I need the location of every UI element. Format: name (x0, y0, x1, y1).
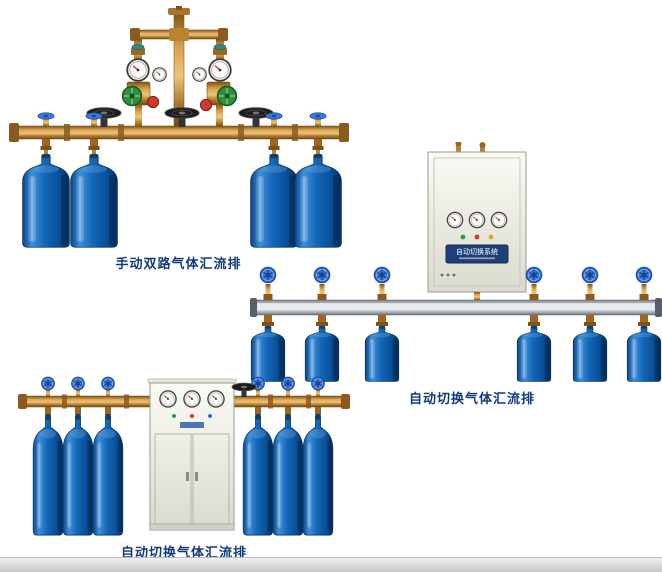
valve-handwheels-blue (41, 376, 325, 397)
manifold-pipe (9, 123, 349, 142)
gas-cylinder (22, 154, 70, 248)
product-auto-switch-manifold: 自动切换系统 (250, 140, 662, 387)
cylinder-stations (22, 112, 342, 248)
valve-handwheel-blue (101, 376, 115, 391)
indicator-light (474, 234, 480, 240)
pressure-regulator-left (121, 58, 167, 128)
pressure-gauge-icon (207, 390, 225, 408)
gas-cylinder (32, 414, 64, 536)
gas-cylinder (364, 326, 400, 382)
pressure-gauge-icon (152, 67, 167, 82)
pressure-gauge-icon (446, 211, 464, 229)
caption-auto-switch-manifold: 自动切换气体汇流排 (408, 391, 535, 406)
pressure-gauge-icon (468, 211, 486, 229)
pressure-gauge-icon (192, 67, 207, 82)
valve-handwheel-blue (311, 376, 325, 391)
valve-handwheel-blue (581, 266, 599, 284)
gas-cylinder (70, 154, 118, 248)
door-handle (186, 472, 189, 481)
pressure-gauge-icon (208, 58, 232, 82)
caption-auto-switch-manifold-2: 自动切换气体汇流排 (120, 545, 247, 560)
pressure-gauge-icon (183, 390, 201, 408)
valve-handwheel-blue (373, 266, 391, 284)
gas-cylinder (250, 326, 286, 382)
indicator-light (488, 234, 494, 240)
footer-strip (0, 557, 662, 572)
cylinder-stations (250, 266, 662, 382)
valve-handwheel-blue (41, 376, 55, 391)
gas-cylinder (302, 414, 334, 536)
adjust-knob (146, 95, 160, 109)
pressure-gauge-icon (159, 390, 177, 408)
indicator-light (460, 234, 466, 240)
valve-handwheel-blue (525, 266, 543, 284)
cabinet-nameplate (180, 422, 204, 428)
gas-cylinder (304, 326, 340, 382)
gas-cylinder (62, 414, 94, 536)
product-image-manual-dual-manifold (9, 6, 349, 248)
pressure-gauge-icon (490, 211, 508, 229)
product-auto-switch-manifold-2 (16, 376, 352, 543)
product-manual-dual-manifold (6, 6, 351, 261)
valve-handwheel-blue (281, 376, 295, 391)
valve-handwheel-dark (86, 107, 274, 127)
pressure-regulator-right (192, 58, 238, 128)
gas-cylinder (516, 326, 552, 382)
cylinder-stations (32, 407, 334, 536)
gas-cylinder (626, 326, 662, 382)
gas-cylinder (272, 414, 304, 536)
manifold-pipe (250, 298, 662, 317)
gas-cylinder (92, 414, 124, 536)
valve-cap (131, 44, 145, 50)
pressure-gauge-icon (126, 58, 150, 82)
caption-manual-dual-manifold: 手动双路气体汇流排 (115, 256, 242, 271)
indicator-light (190, 414, 194, 418)
indicator-light (172, 414, 176, 418)
valve-handwheel-blue (635, 266, 653, 284)
valve-handwheel-dark (231, 382, 257, 397)
product-image-auto-switch-manifold-2 (18, 376, 350, 536)
door-handle (195, 472, 198, 481)
cabinet-label: 自动切换系统 (456, 247, 498, 256)
adjust-knob (199, 98, 213, 112)
valve-cap (213, 44, 227, 50)
valve-handwheel-blue (71, 376, 85, 391)
indicator-light (208, 414, 212, 418)
gas-cylinder (242, 414, 274, 536)
gas-cylinder (572, 326, 608, 382)
control-cabinet: 自动切换系统 (427, 140, 527, 301)
control-cabinet (147, 378, 237, 531)
pipework-top (130, 6, 228, 129)
product-image-auto-switch-manifold: 自动切换系统 (250, 140, 662, 382)
